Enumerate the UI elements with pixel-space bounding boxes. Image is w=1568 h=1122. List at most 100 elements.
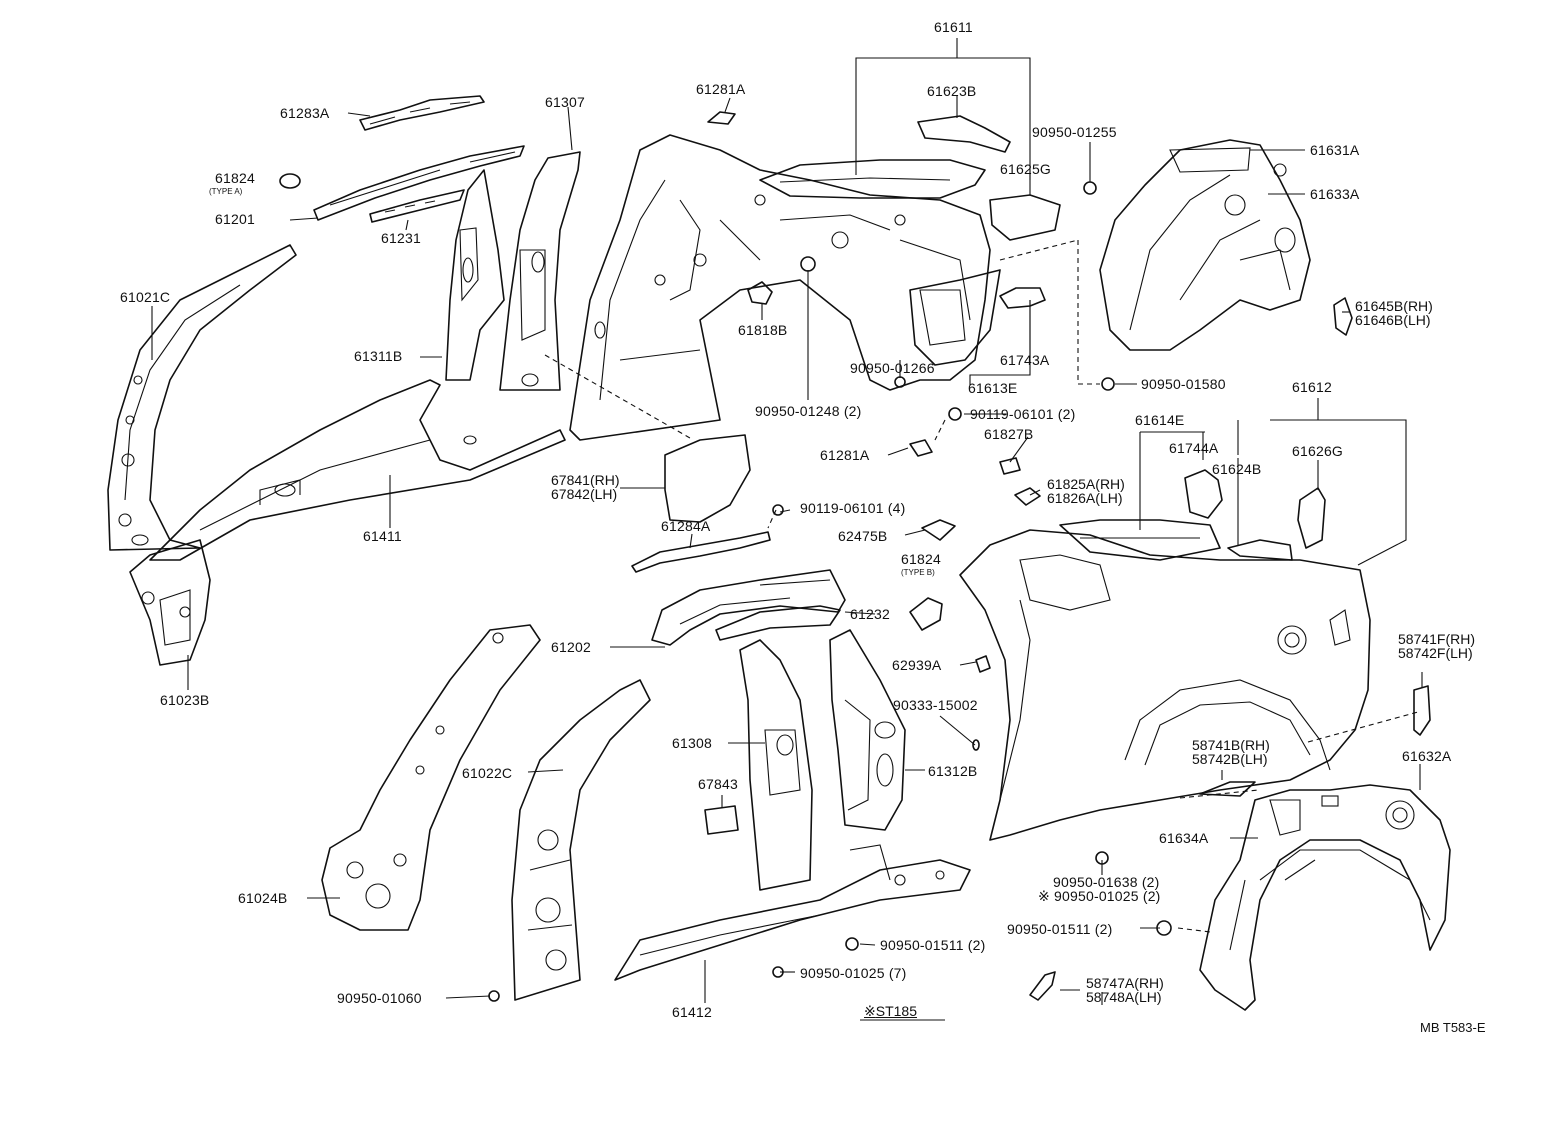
label-58748A-lh: (LH): [1134, 989, 1162, 1005]
label-61311B: 61311B: [354, 348, 403, 364]
label-61626G: 61626G: [1292, 443, 1344, 459]
label-90333-15002: 90333-15002: [893, 697, 978, 713]
label-61825A: 61825A(RH): [1047, 476, 1125, 492]
part-61307: [499, 151, 581, 391]
label-67842-lh: (LH): [589, 486, 618, 502]
label-61024B: 61024B: [238, 890, 288, 906]
part-61631A: [1099, 139, 1311, 351]
label-61826A-lh: (LH): [1095, 490, 1123, 506]
label-58741B: 58741B(RH): [1192, 737, 1270, 753]
label-61645B-rh: (RH): [1403, 298, 1433, 314]
part-61632A: [1199, 784, 1451, 1011]
label-61307: 61307: [545, 94, 585, 110]
label-61623B: 61623B: [927, 83, 977, 99]
label-62939A: 62939A: [892, 657, 942, 673]
clip-90950-01060: [488, 990, 500, 1002]
label-61284A: 61284A: [661, 518, 711, 534]
part-61613E: [909, 269, 1001, 366]
part-61023B: [129, 539, 211, 666]
label-90950-01255: 90950-01255: [1032, 124, 1117, 140]
part-61625G: [989, 194, 1061, 241]
label-61646B: 61646B(LH): [1355, 312, 1431, 328]
part-quarter-outer-panel: [959, 529, 1371, 841]
part-61232: [715, 605, 841, 641]
label-61743A: 61743A: [1000, 352, 1050, 368]
label-61312B: 61312B: [928, 763, 978, 779]
label-58742B-lh: (LH): [1240, 751, 1268, 767]
label-61625G: 61625G: [1000, 161, 1052, 177]
part-61623B: [917, 115, 1011, 153]
label-61021C: 61021C: [120, 289, 171, 305]
clip-90950-01638: [1095, 851, 1109, 865]
part-62475B: [921, 519, 956, 541]
part-61202: [651, 569, 846, 646]
label-61827B: 61827B: [984, 426, 1034, 442]
label-58741B-rh: (RH): [1240, 737, 1270, 753]
part-61022C: [511, 679, 651, 1001]
label-90950-01266: 90950-01266: [850, 360, 935, 376]
part-61281A-mid: [909, 439, 933, 457]
part-61411: [149, 379, 566, 561]
label-58742F: 58742F(LH): [1398, 645, 1473, 661]
model-legend: ※ST185: [864, 1003, 917, 1020]
label-61624B: 61624B: [1212, 461, 1262, 477]
part-61284A: [631, 531, 771, 573]
part-61614E: [1059, 519, 1221, 561]
label-90119-06101-2: 90119-06101 (2): [970, 406, 1076, 422]
label-61614E: 61614E: [1135, 412, 1185, 428]
part-61311B: [445, 169, 505, 381]
label-58742F-lh: (LH): [1445, 645, 1473, 661]
label-58748A: 58748A(LH): [1086, 989, 1162, 1005]
label-61202: 61202: [551, 639, 591, 655]
label-58741F: 58741F(RH): [1398, 631, 1476, 647]
label-61613E: 61613E: [968, 380, 1018, 396]
label-61612: 61612: [1292, 379, 1332, 395]
part-61743A: [999, 287, 1046, 309]
part-62939A: [975, 655, 991, 673]
label-90119-06101-4: 90119-06101 (4): [800, 500, 906, 516]
label-90950-01511-right: 90950-01511 (2): [1007, 921, 1113, 937]
label-61631A: 61631A: [1310, 142, 1360, 158]
clip-90950-01255: [1083, 181, 1097, 195]
label-61611: 61611: [934, 19, 973, 35]
part-61308: [739, 639, 813, 891]
part-61626G: [1297, 487, 1326, 549]
legend-model: ST185: [875, 1003, 917, 1019]
label-90950-01580: 90950-01580: [1141, 376, 1226, 392]
label-61818B: 61818B: [738, 322, 788, 338]
label-61231: 61231: [381, 230, 421, 246]
label-61633A: 61633A: [1310, 186, 1360, 202]
part-58747A: [1029, 971, 1056, 1001]
part-67841-shield: [664, 434, 751, 523]
part-61645B: [1333, 297, 1353, 336]
label-58747A: 58747A(RH): [1086, 975, 1164, 991]
part-61412: [614, 859, 971, 981]
legend-mark: ※: [864, 1003, 876, 1019]
part-61744A: [1184, 469, 1223, 519]
label-61632A: 61632A: [1402, 748, 1452, 764]
label-61824-a: 61824: [215, 170, 255, 186]
part-61818B: [747, 281, 773, 305]
note-type-a: (TYPE A): [209, 187, 243, 196]
label-61645B: 61645B(RH): [1355, 298, 1433, 314]
label-61646B-lh: (LH): [1403, 312, 1431, 328]
note-type-b: (TYPE B): [901, 568, 935, 577]
label-61825A-rh: (RH): [1095, 476, 1125, 492]
label-61308: 61308: [672, 735, 712, 751]
bolt-90119-06101-2: [948, 407, 962, 421]
label-61744A: 61744A: [1169, 440, 1219, 456]
label-62475B: 62475B: [838, 528, 888, 544]
label-61283A: 61283A: [280, 105, 330, 121]
alignment-lines: [544, 239, 1419, 933]
label-61281A-top: 61281A: [696, 81, 746, 97]
part-61024B: [321, 624, 541, 931]
part-61021C: [107, 244, 297, 551]
clip-90950-01248: [800, 256, 816, 272]
part-61827B: [999, 457, 1021, 475]
clip-90950-01511-mid: [845, 937, 859, 951]
clip-90950-01580: [1101, 377, 1115, 391]
part-61231: [369, 189, 465, 223]
part-quarter-inner-upper: [569, 134, 991, 441]
